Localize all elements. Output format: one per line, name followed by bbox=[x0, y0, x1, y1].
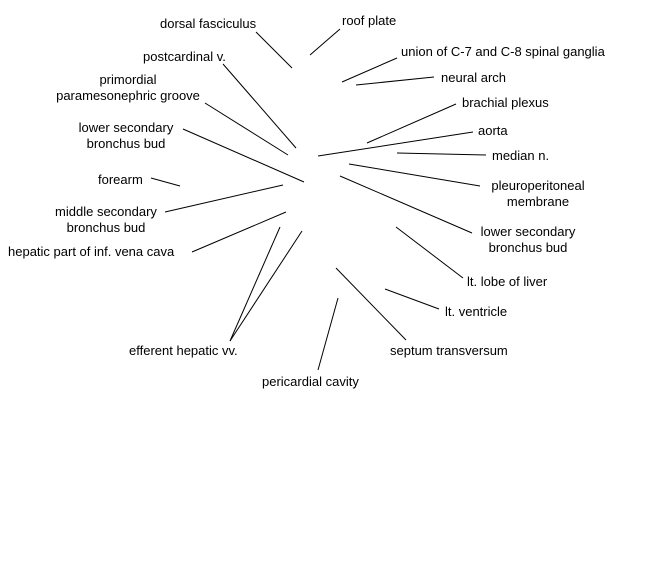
label-dorsal-fasciculus: dorsal fasciculus bbox=[160, 16, 257, 31]
label-roof-plate: roof plate bbox=[342, 13, 397, 28]
label-efferent-hepatic-vv: efferent hepatic vv. bbox=[129, 343, 238, 358]
label-primordial-groove-line1: primordial bbox=[99, 72, 157, 87]
leader-postcardinal-v bbox=[222, 63, 297, 149]
leader-forearm bbox=[150, 177, 181, 187]
label-aorta: aorta bbox=[478, 123, 508, 138]
label-hepatic-ivc: hepatic part of inf. vena cava bbox=[8, 244, 175, 259]
leader-aorta bbox=[317, 131, 474, 157]
label-pleuroperitoneal-line2: membrane bbox=[506, 194, 570, 209]
label-neural-arch: neural arch bbox=[441, 70, 507, 85]
leader-hepatic-ivc bbox=[191, 211, 287, 253]
label-lower-secondary-right-line1: lower secondary bbox=[480, 224, 576, 239]
label-brachial-plexus: brachial plexus bbox=[462, 95, 549, 110]
leader-primordial-groove bbox=[204, 102, 289, 156]
label-median-n: median n. bbox=[492, 148, 550, 163]
leader-brachial-plexus bbox=[366, 103, 457, 144]
leader-septum-transversum bbox=[335, 267, 407, 341]
label-lt-ventricle: lt. ventricle bbox=[445, 304, 508, 319]
label-pleuroperitoneal-line1: pleuroperitoneal bbox=[491, 178, 585, 193]
leader-dorsal-fasciculus bbox=[255, 31, 293, 69]
label-middle-secondary-line2: bronchus bud bbox=[66, 220, 146, 235]
leader-lower-secondary-right bbox=[339, 175, 473, 234]
label-lower-secondary-right-line2: bronchus bud bbox=[488, 240, 568, 255]
label-pleuroperitoneal-membrane: pleuroperitoneal membrane bbox=[476, 178, 600, 210]
leader-lt-ventricle bbox=[384, 288, 440, 310]
leader-neural-arch bbox=[355, 76, 435, 86]
leader-median-n bbox=[396, 152, 487, 156]
leader-efferent-hepatic-b bbox=[229, 230, 303, 342]
leader-efferent-hepatic-a bbox=[229, 226, 281, 342]
leader-pleuroperitoneal bbox=[348, 163, 481, 187]
label-forearm: forearm bbox=[98, 172, 143, 187]
leader-pericardial-cavity bbox=[317, 297, 339, 371]
label-septum-transversum: septum transversum bbox=[390, 343, 508, 358]
label-primordial-groove-line2: paramesonephric groove bbox=[56, 88, 200, 103]
label-union-c7-c8: union of C-7 and C-8 spinal ganglia bbox=[401, 44, 605, 59]
leader-lower-secondary-left bbox=[182, 128, 305, 183]
label-lt-lobe-liver: lt. lobe of liver bbox=[467, 274, 548, 289]
label-pericardial-cavity: pericardial cavity bbox=[262, 374, 359, 389]
label-lower-secondary-left-line1: lower secondary bbox=[78, 120, 174, 135]
label-primordial-groove: primordial paramesonephric groove bbox=[48, 72, 208, 104]
leader-lt-lobe-liver bbox=[395, 226, 464, 279]
label-middle-secondary-bronchus: middle secondary bronchus bud bbox=[44, 204, 168, 236]
label-lower-secondary-bronchus-left: lower secondary bronchus bud bbox=[66, 120, 186, 152]
label-lower-secondary-bronchus-right: lower secondary bronchus bud bbox=[472, 224, 584, 256]
label-lower-secondary-left-line2: bronchus bud bbox=[86, 136, 166, 151]
label-postcardinal-v: postcardinal v. bbox=[143, 49, 226, 64]
label-middle-secondary-line1: middle secondary bbox=[55, 204, 157, 219]
leader-middle-secondary bbox=[164, 184, 284, 213]
leader-union-c7-c8 bbox=[341, 57, 398, 83]
leader-roof-plate bbox=[309, 28, 341, 56]
